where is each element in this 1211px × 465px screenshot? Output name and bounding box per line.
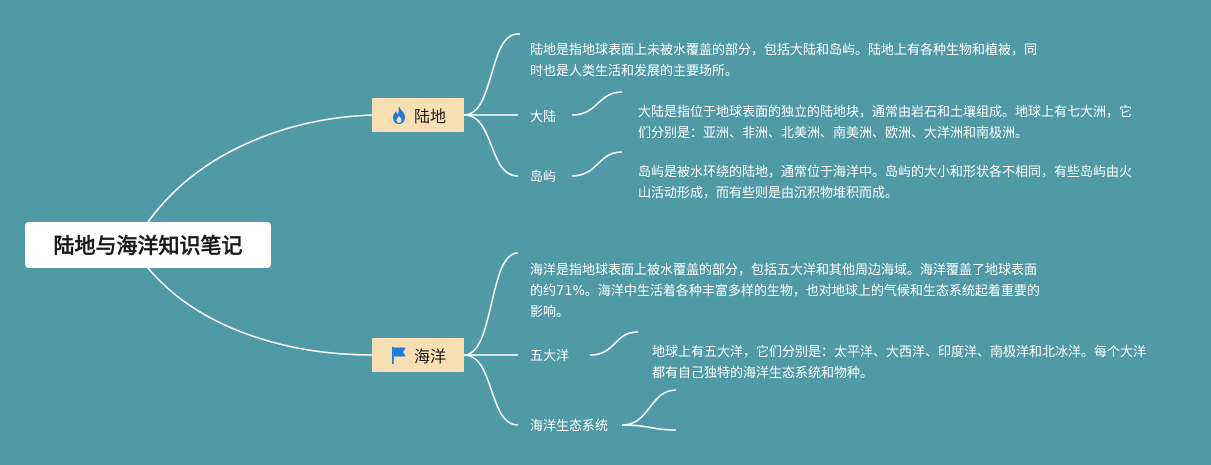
ocean-description[interactable]: 海洋是指地球表面上被水覆盖的部分，包括五大洋和其他周边海域。海洋覆盖了地球表面的… xyxy=(530,263,1040,320)
connector-continent-desc xyxy=(571,91,623,116)
connector-land-desc xyxy=(463,33,519,116)
connector-fiveoceans-desc xyxy=(589,331,639,356)
connector-land-island xyxy=(463,114,519,177)
fire-icon xyxy=(390,105,408,125)
connector-ecosystem-stub-tail xyxy=(621,424,677,431)
island-description[interactable]: 岛屿是被水环绕的陆地，通常位于海洋中。岛屿的大小和形状各不相同，有些岛屿由火山活… xyxy=(638,165,1133,201)
connector-ecosystem-stub xyxy=(621,389,677,426)
node-island[interactable]: 岛屿 xyxy=(530,170,557,185)
connector-ocean-desc xyxy=(463,252,519,356)
node-continent[interactable]: 大陆 xyxy=(530,110,557,125)
flag-icon xyxy=(390,345,408,365)
five-oceans-description[interactable]: 地球上有五大洋，它们分别是：太平洋、大西洋、印度洋、南极洋和北冰洋。每个大洋都有… xyxy=(652,345,1147,381)
branch-land[interactable]: 陆地 xyxy=(372,98,464,132)
branch-land-label: 陆地 xyxy=(413,107,446,126)
connector-ocean-ecosystem xyxy=(463,354,519,426)
node-ocean-ecosystem[interactable]: 海洋生态系统 xyxy=(530,419,609,434)
root-title[interactable]: 陆地与海洋知识笔记 xyxy=(25,222,271,268)
branch-ocean-label: 海洋 xyxy=(413,347,446,366)
continent-description[interactable]: 大陆是指位于地球表面的独立的陆地块，通常由岩石和土壤组成。地球上有七大洲，它们分… xyxy=(638,105,1133,141)
connector-island-desc xyxy=(571,151,623,177)
connector-root-land xyxy=(147,114,373,223)
connector-root-ocean xyxy=(147,267,373,356)
node-five-oceans[interactable]: 五大洋 xyxy=(530,349,570,364)
land-description[interactable]: 陆地是指地球表面上未被水覆盖的部分，包括大陆和岛屿。陆地上有各种生物和植被，同时… xyxy=(530,43,1038,79)
branch-ocean[interactable]: 海洋 xyxy=(372,338,464,372)
